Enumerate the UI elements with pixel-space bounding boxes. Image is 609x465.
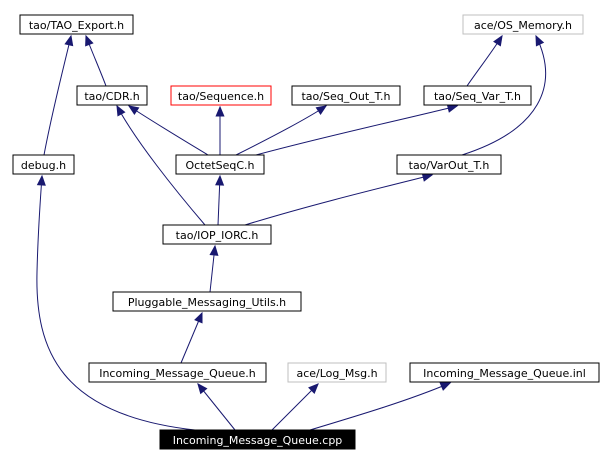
- edge-imq-cpp-to-debug: [36, 174, 196, 431]
- edge-octetseq-to-seq-var-arrowhead: [446, 103, 459, 113]
- edge-imq-h-to-pluggable: [180, 311, 203, 364]
- edge-pluggable-to-iop-iorc: [209, 244, 219, 293]
- edge-octetseq-to-cdr: [127, 105, 209, 156]
- node-label-os-memory: ace/OS_Memory.h: [474, 19, 572, 32]
- node-os-memory[interactable]: ace/OS_Memory.h: [462, 14, 584, 35]
- edge-iop-iorc-to-octetseq: [215, 174, 225, 226]
- edge-octetseq-to-sequence-arrowhead: [215, 105, 225, 117]
- edge-imq-cpp-to-imq-h-line: [197, 383, 236, 431]
- edge-debug-to-tao-export: [43, 34, 74, 156]
- edge-octetseq-to-sequence: [215, 105, 225, 155]
- edge-iop-iorc-to-varout-line: [244, 174, 433, 226]
- edge-imq-cpp-to-imq-inl-arrowhead: [439, 382, 452, 391]
- node-label-octetseq: OctetSeqC.h: [186, 159, 255, 172]
- node-label-seq-var: tao/Seq_Var_T.h: [434, 90, 521, 103]
- node-octetseq[interactable]: OctetSeqC.h: [175, 154, 265, 175]
- node-cdr[interactable]: tao/CDR.h: [76, 85, 148, 106]
- edge-varout-to-os-memory: [461, 34, 546, 156]
- edge-imq-cpp-to-log-msg: [271, 383, 319, 431]
- edge-seq-var-to-os-memory-arrowhead: [493, 34, 503, 47]
- edge-imq-cpp-to-debug-arrowhead: [36, 174, 46, 186]
- edge-octetseq-to-seq-var-line: [255, 105, 458, 156]
- edge-seq-var-to-os-memory: [466, 34, 503, 87]
- node-varout[interactable]: tao/VarOut_T.h: [396, 154, 502, 175]
- node-label-imq-cpp: Incoming_Message_Queue.cpp: [173, 434, 343, 447]
- node-imq-inl[interactable]: Incoming_Message_Queue.inl: [409, 362, 600, 383]
- node-sequence[interactable]: tao/Sequence.h: [170, 85, 272, 106]
- node-tao-export[interactable]: tao/TAO_Export.h: [19, 14, 134, 35]
- edge-varout-to-os-memory-arrowhead: [535, 34, 545, 47]
- edge-octetseq-to-seq-out-arrowhead: [315, 105, 328, 116]
- edge-iop-iorc-to-cdr-line: [116, 105, 206, 226]
- node-iop-iorc[interactable]: tao/IOP_IORC.h: [162, 224, 272, 245]
- edge-imq-cpp-to-imq-h-arrowhead: [197, 382, 208, 395]
- graph-edges: [36, 34, 546, 431]
- node-seq-var[interactable]: tao/Seq_Var_T.h: [423, 85, 532, 106]
- edge-cdr-to-tao-export-arrowhead: [85, 34, 94, 47]
- node-log-msg[interactable]: ace/Log_Msg.h: [287, 362, 387, 383]
- edge-imq-cpp-to-log-msg-line: [271, 383, 319, 431]
- node-label-pluggable: Pluggable_Messaging_Utils.h: [128, 296, 286, 309]
- node-imq-h[interactable]: Incoming_Message_Queue.h: [88, 362, 267, 383]
- edge-octetseq-to-seq-var: [255, 103, 459, 156]
- node-label-varout: tao/VarOut_T.h: [409, 159, 490, 172]
- edge-pluggable-to-iop-iorc-arrowhead: [209, 244, 219, 256]
- node-label-tao-export: tao/TAO_Export.h: [29, 19, 124, 32]
- edge-imq-cpp-to-imq-h: [197, 382, 236, 431]
- edge-imq-cpp-to-imq-inl-line: [309, 382, 451, 431]
- node-label-imq-inl: Incoming_Message_Queue.inl: [423, 367, 586, 380]
- edge-imq-cpp-to-log-msg-arrowhead: [308, 383, 319, 394]
- edge-imq-cpp-to-debug-line: [36, 175, 196, 431]
- edge-iop-iorc-to-octetseq-arrowhead: [215, 174, 225, 186]
- node-imq-cpp[interactable]: Incoming_Message_Queue.cpp: [159, 429, 356, 450]
- edge-imq-cpp-to-imq-inl: [309, 382, 452, 431]
- node-label-sequence: tao/Sequence.h: [178, 90, 264, 103]
- edge-octetseq-to-seq-out: [235, 105, 328, 156]
- edge-octetseq-to-cdr-arrowhead: [127, 105, 140, 116]
- edge-octetseq-to-cdr-line: [128, 105, 209, 156]
- node-pluggable[interactable]: Pluggable_Messaging_Utils.h: [112, 291, 302, 312]
- edge-iop-iorc-to-varout-arrowhead: [421, 172, 434, 182]
- node-label-log-msg: ace/Log_Msg.h: [296, 367, 377, 380]
- edge-debug-to-tao-export-arrowhead: [64, 34, 74, 47]
- edge-varout-to-os-memory-line: [461, 35, 546, 156]
- edge-imq-h-to-pluggable-arrowhead: [194, 311, 203, 324]
- edge-cdr-to-tao-export: [85, 34, 107, 87]
- edge-iop-iorc-to-cdr: [116, 104, 206, 226]
- node-seq-out[interactable]: tao/Seq_Out_T.h: [291, 85, 401, 106]
- edge-debug-to-tao-export-line: [43, 35, 72, 156]
- node-label-imq-h: Incoming_Message_Queue.h: [99, 367, 256, 380]
- node-label-debug: debug.h: [21, 159, 66, 172]
- edge-octetseq-to-seq-out-line: [235, 105, 327, 156]
- node-debug[interactable]: debug.h: [12, 154, 75, 175]
- node-label-iop-iorc: tao/IOP_IORC.h: [176, 229, 259, 242]
- edge-iop-iorc-to-cdr-arrowhead: [116, 104, 126, 117]
- node-label-cdr: tao/CDR.h: [84, 90, 139, 103]
- node-label-seq-out: tao/Seq_Out_T.h: [301, 90, 390, 103]
- edge-iop-iorc-to-varout: [244, 172, 434, 226]
